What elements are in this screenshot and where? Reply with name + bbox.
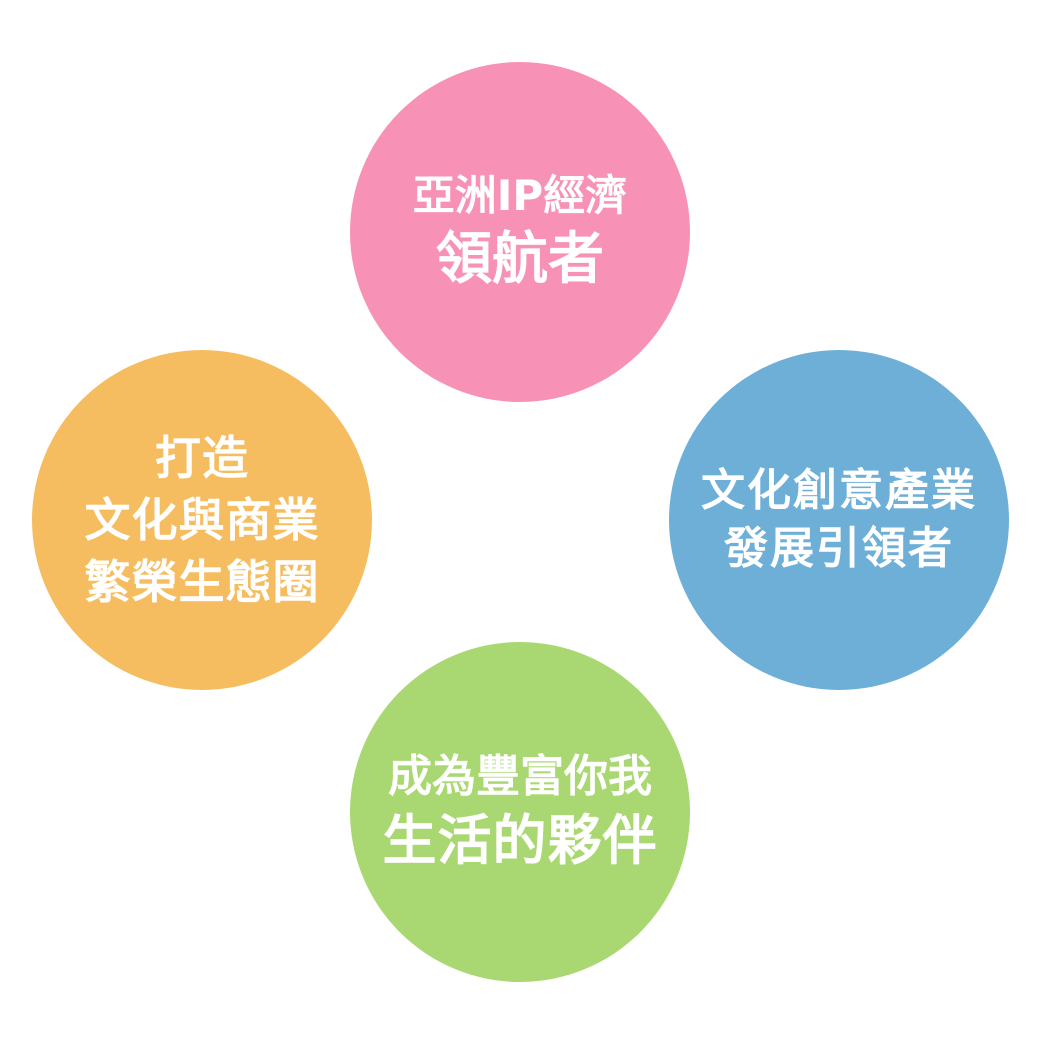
circle-left-line-1: 打造	[155, 431, 249, 485]
circle-left: 打造 文化與商業 繁榮生態圈	[32, 350, 372, 690]
circle-top-line-1: 亞洲IP經濟	[412, 171, 628, 220]
circle-bottom-line-1: 成為豐富你我	[388, 751, 652, 802]
circle-left-line-2: 文化與商業	[84, 493, 320, 547]
circle-right-line-1: 文化創意產業	[701, 465, 977, 516]
circle-top: 亞洲IP經濟 領航者	[350, 62, 690, 402]
circle-right: 文化創意產業 發展引領者	[669, 350, 1009, 690]
circle-left-line-3: 繁榮生態圈	[84, 555, 320, 609]
circle-bottom-line-2: 生活的夥伴	[382, 809, 658, 872]
circle-top-line-2: 領航者	[436, 227, 604, 292]
circle-bottom: 成為豐富你我 生活的夥伴	[350, 642, 690, 982]
circle-right-line-2: 發展引領者	[724, 523, 954, 574]
